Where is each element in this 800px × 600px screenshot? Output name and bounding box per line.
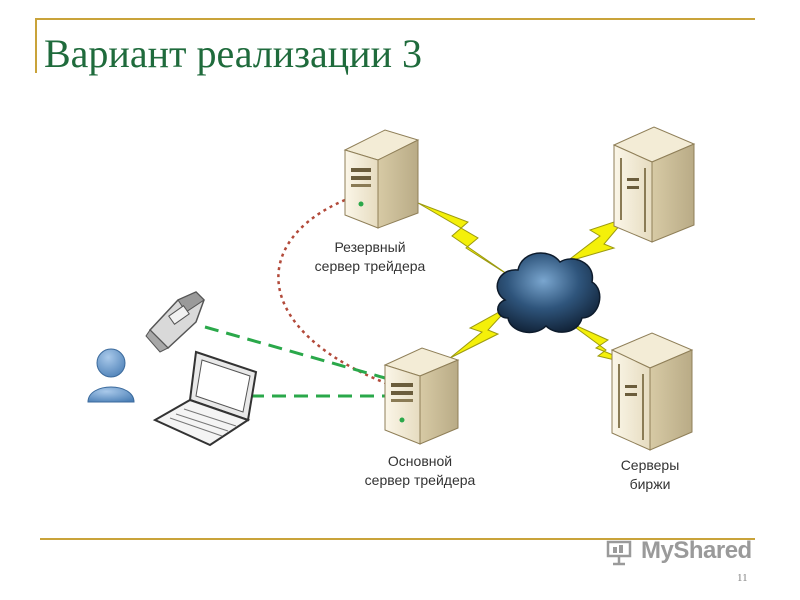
bottom-rule [40, 538, 755, 540]
backup-server-icon [343, 129, 420, 229]
page-number: 11 [737, 572, 748, 584]
cloud-icon [496, 252, 601, 334]
connections [204, 198, 389, 398]
presentation-icon [606, 540, 632, 566]
main-server-icon [383, 347, 460, 445]
left-rule [35, 18, 37, 73]
backup-server-label: Резервный сервер трейдера [314, 239, 426, 274]
exchange-servers-label: Серверы биржи [620, 457, 680, 492]
watermark-text: MyShared [641, 537, 752, 564]
dashed-link-phone-main [204, 325, 386, 380]
exchange-server-top-icon [612, 126, 696, 243]
mobile-phone-icon [145, 291, 205, 353]
dotted-link-backup-main [277, 198, 389, 386]
slide-title: Вариант реализации 3 [44, 31, 422, 76]
watermark: MyShared [605, 536, 752, 566]
exchange-server-bottom-icon [610, 332, 694, 451]
main-server-label: Основной сервер трейдера [364, 453, 476, 488]
user-icon [87, 348, 135, 403]
laptop-icon [152, 350, 258, 447]
top-rule [35, 18, 755, 20]
